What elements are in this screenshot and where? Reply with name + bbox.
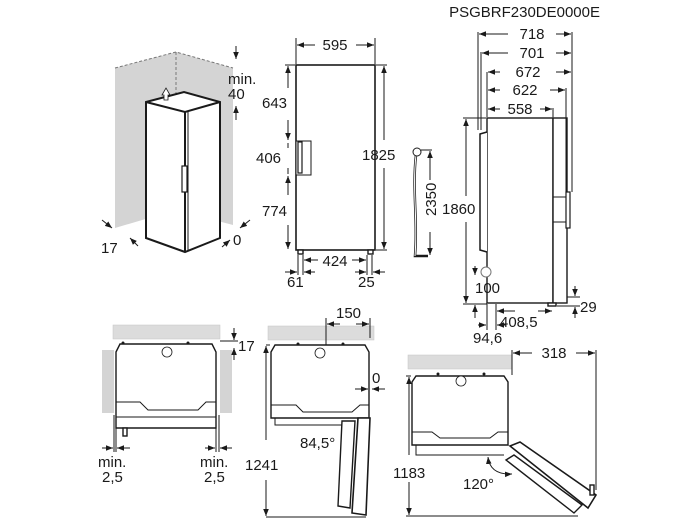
- door-angle-120-value: 120°: [463, 476, 494, 493]
- handle-icon: [565, 191, 571, 229]
- right-min-label: min.: [200, 454, 228, 471]
- door-clearance-value: 318: [541, 345, 566, 362]
- top-view-door-120: 318 120° 1183: [393, 345, 598, 517]
- hinge-offset-value: 150: [336, 305, 361, 322]
- handle-section-value: 406: [256, 150, 281, 167]
- side-clearance-value: 17: [101, 240, 118, 257]
- top-view-door-84: 150 0 84,5° 1241: [245, 305, 385, 518]
- handle-icon: [297, 141, 303, 174]
- foot-depth-value: 408,5: [500, 314, 538, 331]
- total-depth-1183-value: 1183: [393, 465, 425, 482]
- plug-height-value: 100: [475, 280, 500, 297]
- plug-icon: [455, 375, 467, 387]
- back-foot-offset-value: 94,6: [473, 330, 502, 347]
- front-foot-height-value: 29: [580, 299, 597, 316]
- door-angle-84-value: 84,5°: [300, 435, 335, 452]
- back-clearance-value: 0: [233, 232, 241, 249]
- right-min-value: 2,5: [204, 469, 225, 486]
- plug-icon: [412, 147, 422, 157]
- plug-icon: [480, 266, 492, 278]
- top-gap-value: 17: [238, 338, 255, 355]
- model-title: PSGBRF230DE0000E: [449, 4, 600, 21]
- up-arrow-icon: [161, 87, 171, 101]
- left-min-label: min.: [98, 454, 126, 471]
- top-clearance-label: min.: [228, 71, 256, 88]
- feet-spacing-value: 424: [322, 253, 347, 270]
- depth-672-value: 672: [515, 64, 540, 81]
- front-view: 595 643 406 774 1825 424 61 25: [256, 37, 440, 291]
- right-foot-offset-value: 25: [358, 274, 375, 291]
- handle-icon: [181, 165, 188, 193]
- lower-section-value: 774: [262, 203, 287, 220]
- power-cord-length-value: 2350: [423, 183, 440, 216]
- plug-icon: [161, 346, 173, 358]
- height-1860-value: 1860: [442, 201, 475, 218]
- total-depth-1241-value: 1241: [245, 457, 278, 474]
- perspective-view: min. 40 17 0: [101, 46, 256, 257]
- left-foot-offset-value: 61: [287, 274, 304, 291]
- upper-section-value: 643: [262, 95, 287, 112]
- depth-558-value: 558: [507, 101, 532, 118]
- depth-622-value: 622: [512, 82, 537, 99]
- plug-icon: [314, 347, 326, 359]
- side-gap-value: 0: [372, 370, 380, 387]
- top-clearance-value: 40: [228, 86, 245, 103]
- height-value: 1825: [362, 147, 395, 164]
- left-min-value: 2,5: [102, 469, 123, 486]
- depth-718-value: 718: [519, 26, 544, 43]
- depth-701-value: 701: [519, 45, 544, 62]
- width-value: 595: [322, 37, 347, 54]
- top-view-clearance: 17 min. 2,5 min. 2,5: [98, 324, 255, 486]
- side-view: 718 701 672 622 558 1860 100 94,6 408,5: [442, 26, 597, 347]
